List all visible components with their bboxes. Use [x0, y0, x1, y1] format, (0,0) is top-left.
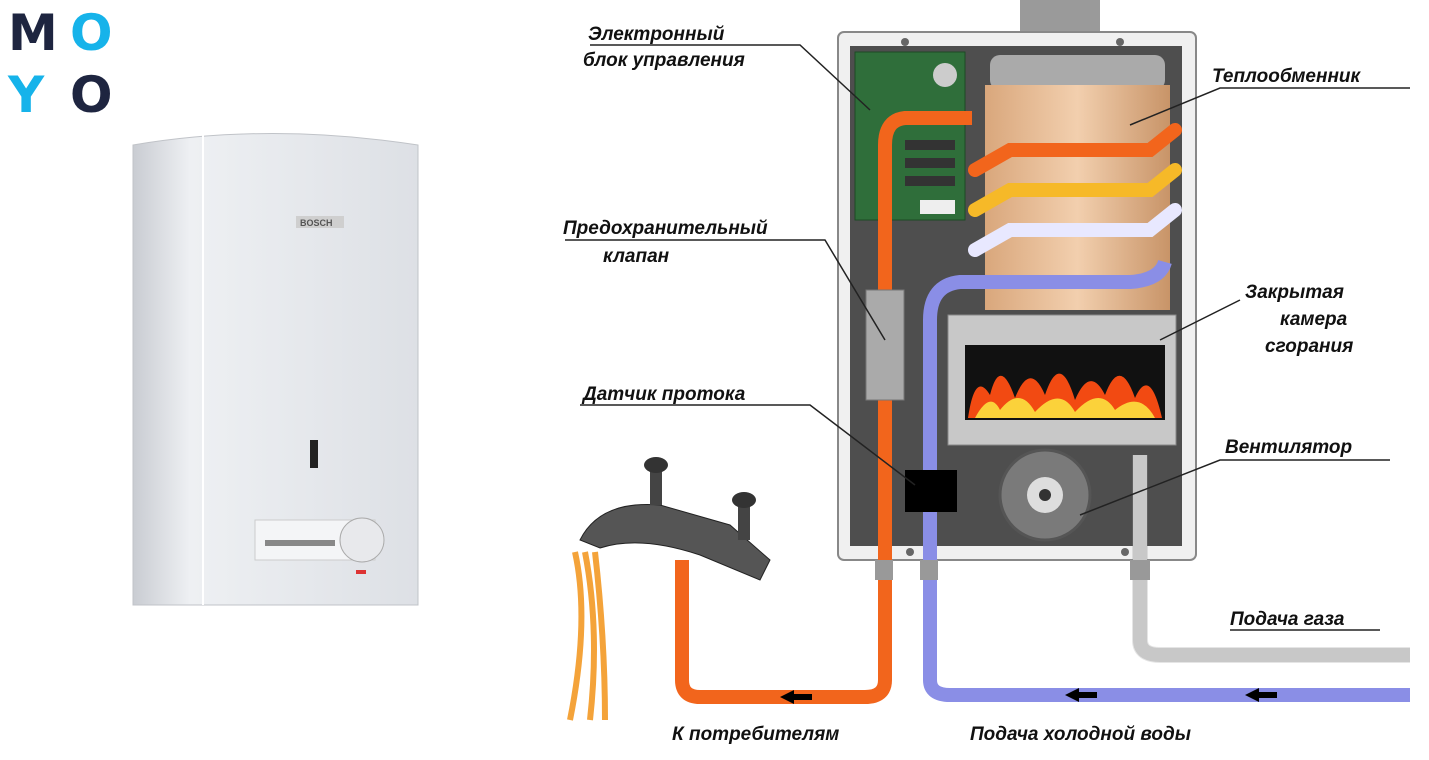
moyo-logo: M O Y O	[7, 4, 113, 124]
label-cold-water: Подача холодной воды	[970, 724, 1191, 745]
label-combustion-chamber: Закрытая	[1245, 282, 1344, 303]
svg-text:блок управления: блок управления	[583, 50, 745, 71]
control-board	[854, 51, 966, 221]
hot-water-pipe	[675, 111, 972, 704]
svg-text:камера: камера	[1280, 309, 1348, 330]
fan	[998, 448, 1092, 542]
cold-water-pipe	[923, 259, 1410, 702]
flow-arrows	[780, 688, 1277, 704]
pipe-fittings	[875, 560, 1150, 580]
svg-text:Y: Y	[7, 66, 45, 124]
svg-text:сгорания: сгорания	[1265, 336, 1353, 357]
heat-exchanger	[968, 55, 1182, 310]
label-gas-supply: Подача газа	[1230, 609, 1345, 630]
label-heat-exchanger: Теплообменник	[1212, 66, 1362, 87]
faucet	[567, 457, 771, 721]
bosch-heater-photo: BOSCH	[132, 132, 419, 606]
label-to-consumers: К потребителям	[672, 724, 839, 745]
exhaust-pipe	[1020, 0, 1100, 34]
safety-valve	[865, 289, 905, 401]
label-control-unit: Электронный	[588, 24, 725, 45]
combustion-chamber	[947, 314, 1177, 446]
label-flow-sensor: Датчик протока	[581, 384, 746, 405]
flow-sensor	[905, 470, 957, 512]
svg-text:O: O	[70, 4, 113, 62]
label-safety-valve: Предохранительный	[563, 218, 768, 239]
gas-pipe	[1133, 455, 1410, 662]
svg-text:клапан: клапан	[603, 246, 670, 267]
gas-pipe-edge	[1132, 455, 1410, 663]
svg-text:O: O	[70, 66, 113, 124]
svg-text:M: M	[8, 4, 58, 62]
leader-lines	[565, 44, 1410, 631]
label-fan: Вентилятор	[1225, 437, 1352, 458]
callout-labels: Электронный блок управления Теплообменни…	[563, 24, 1362, 745]
brand-label: BOSCH	[300, 218, 333, 228]
